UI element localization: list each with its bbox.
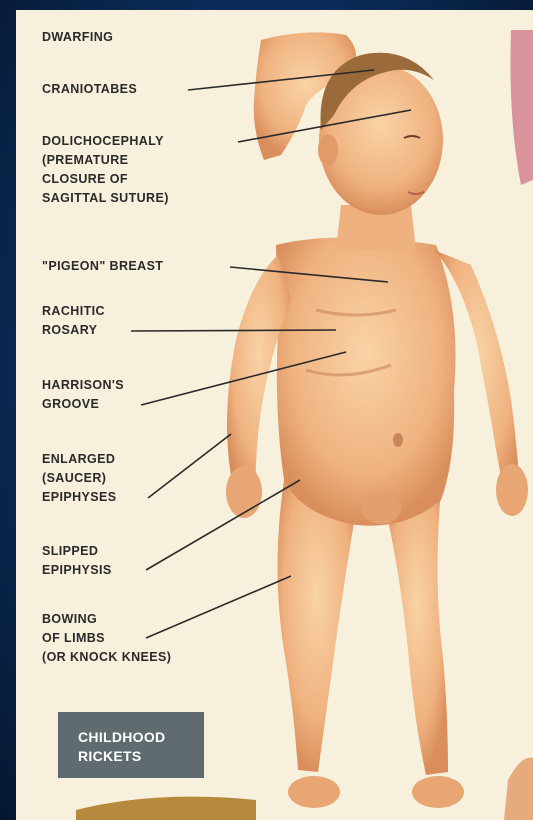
right-leg bbox=[386, 490, 448, 775]
partial-hair bbox=[76, 797, 256, 820]
label-dwarfing: DWARFING bbox=[42, 28, 113, 47]
left-foot bbox=[288, 776, 340, 808]
leader-slipped-epiphysis bbox=[146, 480, 300, 570]
label-craniotabes: CRANIOTABES bbox=[42, 80, 137, 99]
right-hand bbox=[496, 464, 528, 516]
label-dolichocephaly: DOLICHOCEPHALY (PREMATURE CLOSURE OF SAG… bbox=[42, 132, 169, 208]
leader-enlarged-epiphyses bbox=[148, 434, 231, 498]
navel bbox=[393, 433, 403, 447]
left-hand bbox=[226, 466, 262, 518]
left-leg bbox=[278, 480, 357, 772]
title-badge: CHILDHOOD RICKETS bbox=[58, 712, 204, 778]
leader-rachitic-rosary bbox=[131, 330, 336, 331]
label-bowing-of-limbs: BOWING OF LIMBS (OR KNOCK KNEES) bbox=[42, 610, 171, 667]
label-slipped-epiphysis: SLIPPED EPIPHYSIS bbox=[42, 542, 112, 580]
label-enlarged-epiphyses: ENLARGED (SAUCER) EPIPHYSES bbox=[42, 450, 116, 507]
illustration-plate: DWARFING CRANIOTABES DOLICHOCEPHALY (PRE… bbox=[16, 10, 533, 820]
genitals bbox=[361, 492, 401, 524]
pink-edge-object bbox=[510, 30, 533, 185]
partial-head bbox=[504, 758, 533, 820]
label-pigeon-breast: "PIGEON" BREAST bbox=[42, 257, 163, 276]
label-rachitic-rosary: RACHITIC ROSARY bbox=[42, 302, 105, 340]
right-foot bbox=[412, 776, 464, 808]
torso bbox=[276, 238, 456, 526]
ear bbox=[318, 134, 338, 166]
label-harrisons-groove: HARRISON'S GROOVE bbox=[42, 376, 124, 414]
